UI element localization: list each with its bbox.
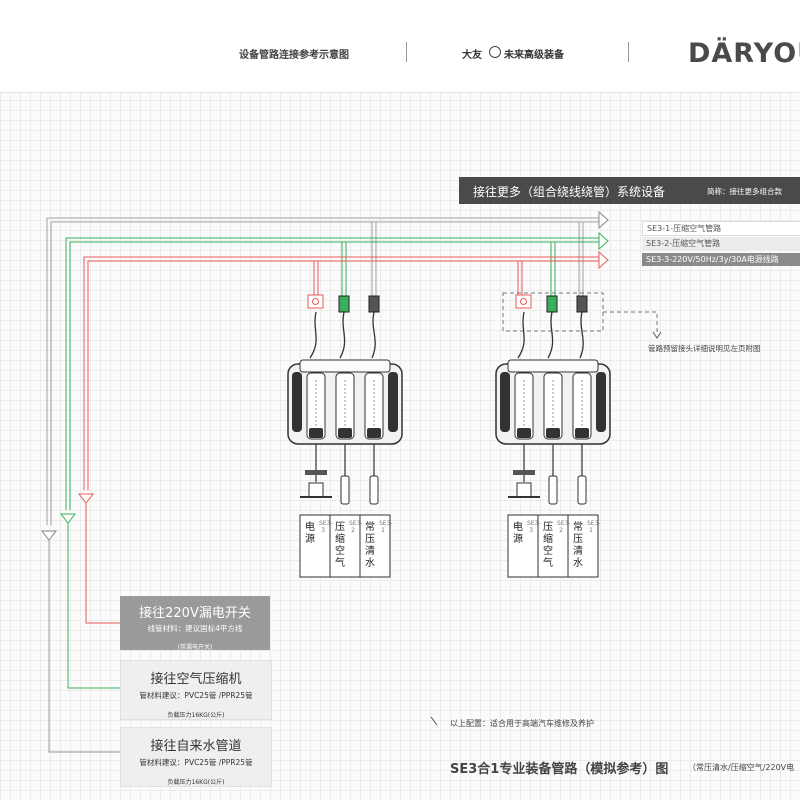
power-socket-icon	[307, 294, 324, 309]
footnote-slash-icon	[430, 716, 438, 726]
air-main-line	[65, 237, 599, 510]
water-box-line2: 负载压力16KG(公斤)	[167, 779, 225, 786]
power-feed-line	[85, 503, 120, 624]
water-nozzle-icon	[577, 475, 587, 505]
unit1-sub-power: SE3-3	[319, 520, 333, 534]
footer-title: SE3合1专业装备管路（模拟参考）图	[450, 762, 669, 777]
power-box-line2: (带漏电开关)	[177, 644, 213, 651]
footnote-text: 以上配置：适合用于高端汽车维修及养护	[450, 719, 594, 728]
banner-note: 简称：接往更多组合款	[707, 187, 782, 196]
water-arrow-head	[598, 210, 609, 230]
power-box-title: 接往220V漏电开关	[139, 606, 251, 621]
power-socket-icon	[515, 294, 532, 309]
header-bar: 设备管路连接参考示意图 大友 未来高级装备 DÄRYOU	[0, 0, 800, 93]
unit2-sub-power: SE3-3	[527, 520, 541, 534]
air-box-line1: 管材料建议：PVC25管 /PPR25管	[139, 691, 253, 700]
unit2-sub-air: SE3-2	[557, 520, 571, 534]
callout-arrow-icon	[652, 331, 662, 339]
air-box-title: 接往空气压缩机	[150, 672, 242, 687]
air-feed-line	[67, 523, 120, 689]
air-arrow-head	[598, 231, 609, 251]
air-connector-icon	[338, 295, 350, 313]
header-slogan-right: 未来高级装备	[504, 50, 564, 61]
unit1-label-air: 压缩空气	[335, 522, 345, 569]
water-connector-icon	[576, 295, 588, 313]
equipment-unit-2	[495, 294, 611, 578]
legend-item-se3-2: SE3-2-压缩空气管路	[642, 237, 800, 250]
smile-icon	[489, 46, 501, 58]
power-arrow-head	[598, 250, 609, 270]
header-divider-2	[628, 42, 629, 62]
unit2-sub-water: SE3-1	[587, 520, 601, 534]
unit2-label-air: 压缩空气	[543, 522, 553, 569]
header-title: 设备管路连接参考示意图	[239, 50, 349, 61]
system-banner: 接往更多（组合绕线绕管）系统设备 简称：接往更多组合款	[459, 177, 800, 204]
water-main-line	[46, 217, 599, 525]
air-arrow-down	[59, 513, 77, 524]
power-arrow-down	[77, 493, 95, 504]
water-box-title: 接往自来水管道	[150, 739, 242, 754]
brand-logo: DÄRYOU	[688, 38, 800, 69]
water-nozzle-icon	[369, 475, 379, 505]
callout-text: 管路预留接头详细说明见左页附图	[648, 344, 761, 353]
legend-item-se3-1: SE3-1-压缩空气管路	[642, 221, 800, 236]
equipment-unit-1	[287, 294, 403, 578]
air-nozzle-icon	[340, 475, 350, 505]
unit1-label-water: 常压清水	[365, 522, 375, 569]
unit1-sub-air: SE3-2	[349, 520, 363, 534]
legend-item-se3-3: SE3-3-220V/50Hz/3y/30A电源线路	[642, 253, 800, 266]
header-divider	[406, 42, 407, 62]
air-connector-icon	[546, 295, 558, 313]
power-main-line	[83, 256, 599, 490]
water-destination-box: 接往自来水管道 管材料建议：PVC25管 /PPR25管 负载压力16KG(公斤…	[120, 727, 272, 787]
power-plug-icon	[516, 482, 532, 498]
water-arrow-down	[40, 530, 58, 541]
power-destination-box: 接往220V漏电开关 线管材料：建议国标4平方线 (带漏电开关)	[120, 596, 270, 651]
unit2-label-water: 常压清水	[573, 522, 583, 569]
air-box-line2: 负载压力16KG(公斤)	[167, 712, 225, 719]
header-slogan-left: 大友	[462, 50, 482, 61]
banner-title: 接往更多（组合绕线绕管）系统设备	[473, 185, 666, 199]
unit1-sub-water: SE3-1	[379, 520, 393, 534]
callout-leader	[603, 311, 658, 335]
unit1-label-power: 电源	[305, 522, 315, 545]
footer-subtitle: （常压清水/压缩空气/220V电	[688, 763, 795, 772]
power-plug-icon	[308, 482, 324, 498]
legend-label: SE3-3-220V/50Hz/3y/30A电源线路	[646, 255, 779, 264]
air-nozzle-icon	[548, 475, 558, 505]
legend-label: SE3-1-压缩空气管路	[647, 224, 722, 233]
water-box-line1: 管材料建议：PVC25管 /PPR25管	[139, 758, 253, 767]
power-box-line1: 线管材料：建议国标4平方线	[147, 624, 243, 633]
water-connector-icon	[368, 295, 380, 313]
air-destination-box: 接往空气压缩机 管材料建议：PVC25管 /PPR25管 负载压力16KG(公斤…	[120, 660, 272, 720]
legend-label: SE3-2-压缩空气管路	[646, 239, 721, 248]
water-feed-line	[48, 540, 120, 753]
unit2-label-power: 电源	[513, 522, 523, 545]
